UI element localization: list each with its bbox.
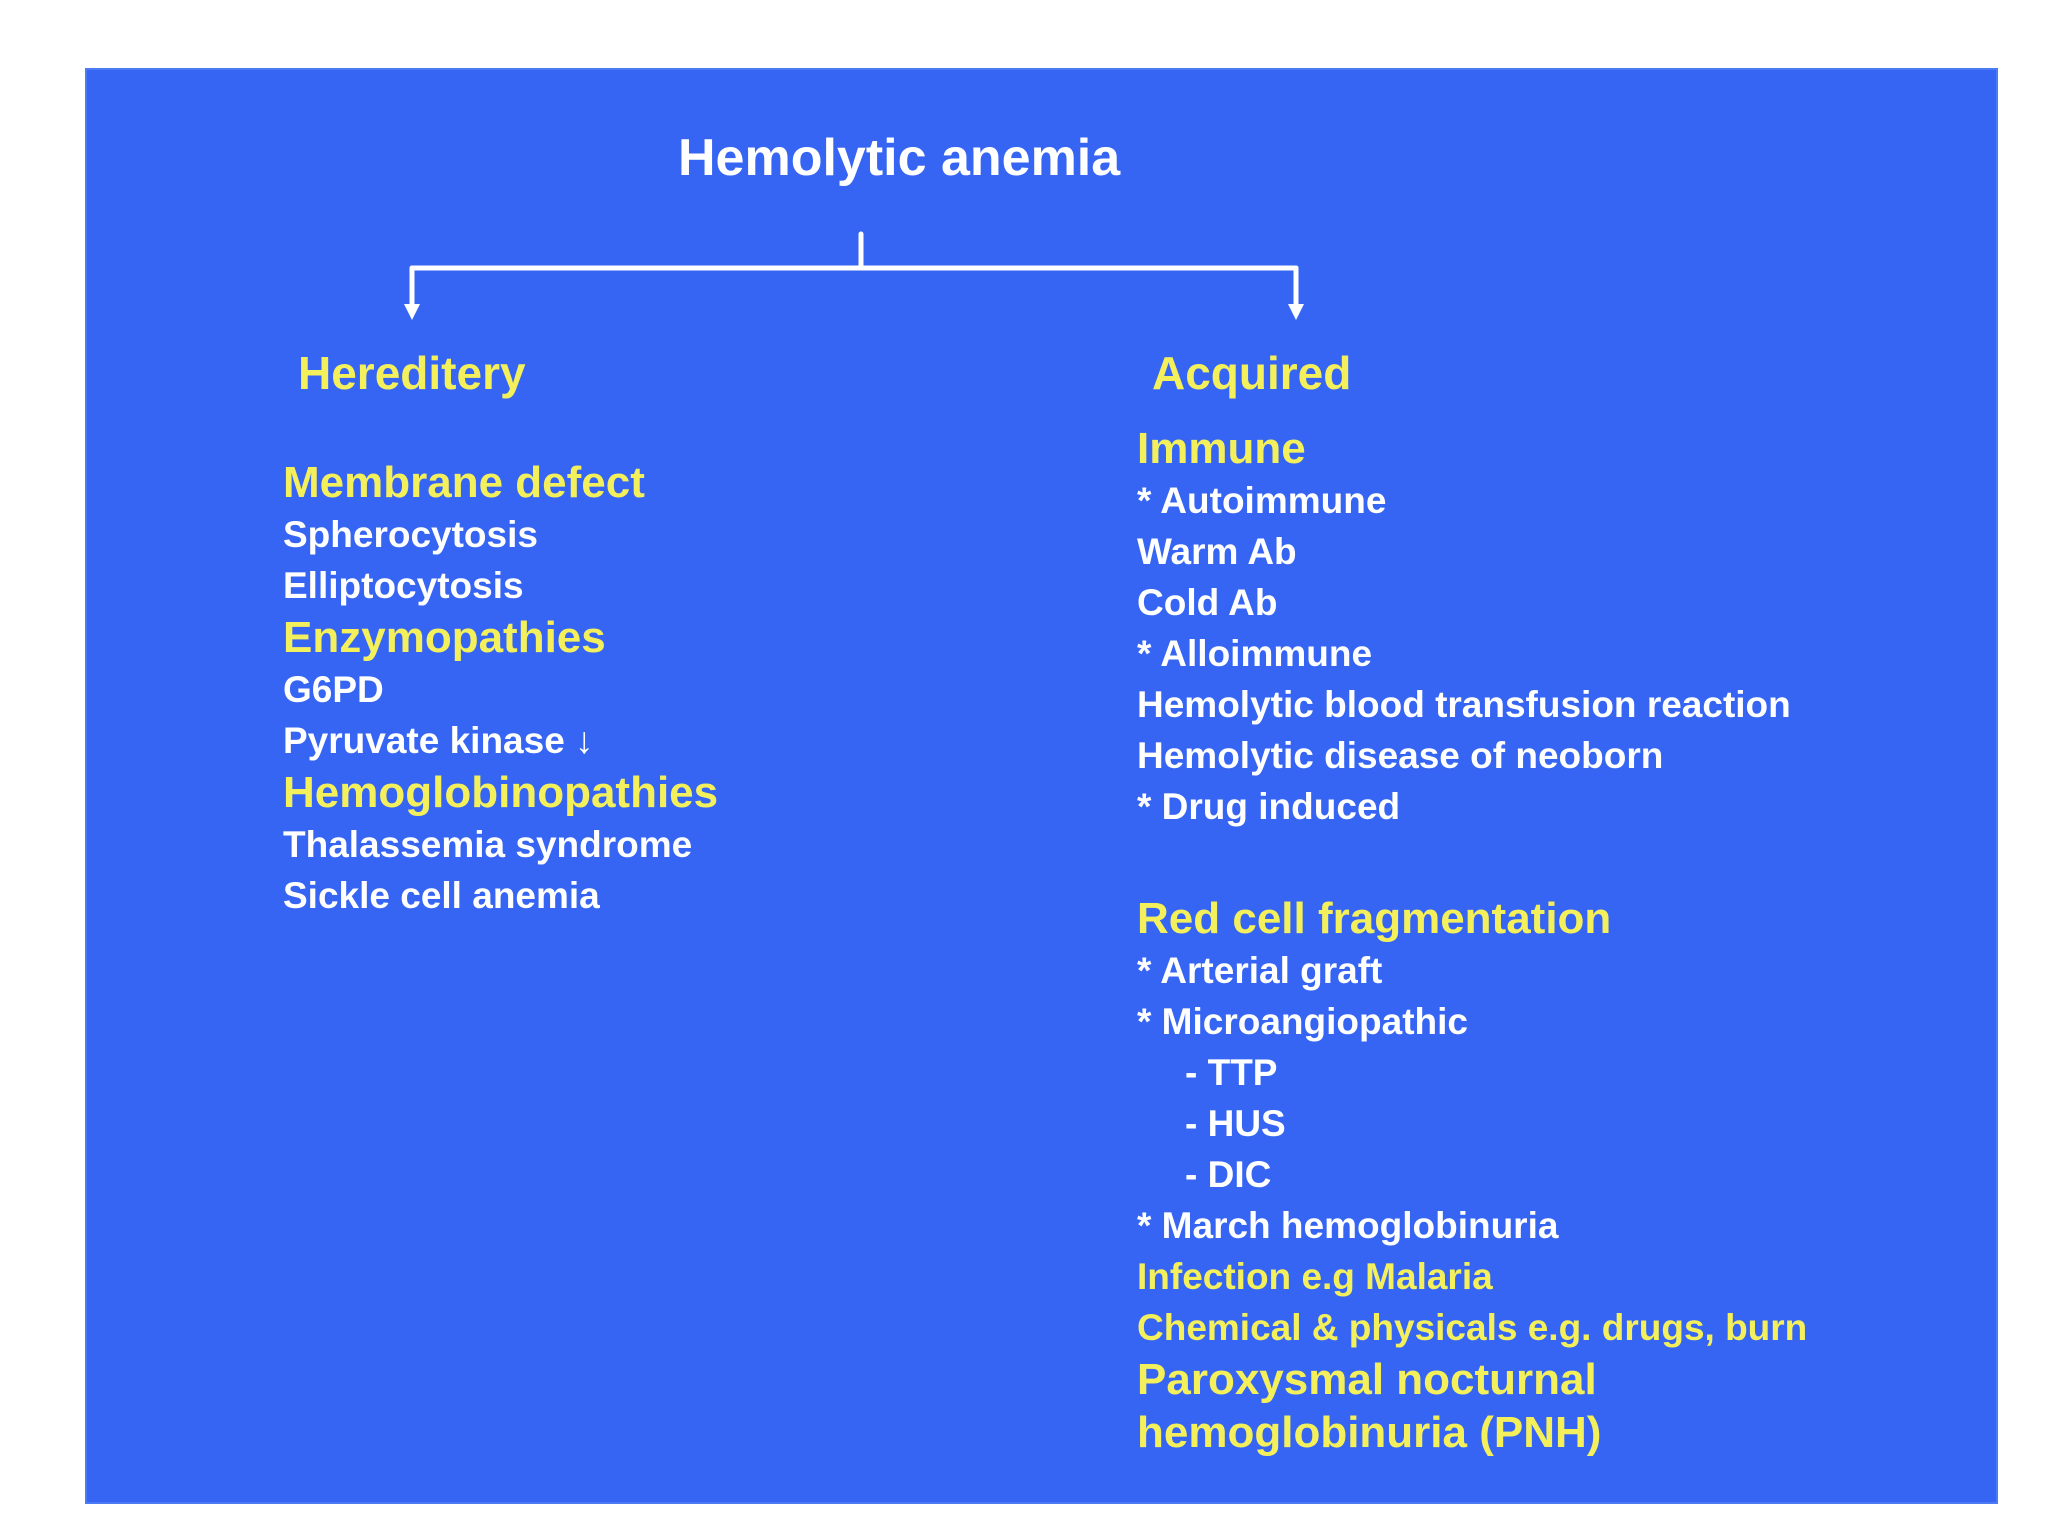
list-item: - HUS [1185, 1103, 1286, 1144]
list-item: Warm Ab [1137, 531, 1297, 572]
slide-background [85, 68, 1998, 1504]
category-label: Hemoglobinopathies [283, 768, 719, 817]
category-label: Enzymopathies [283, 613, 606, 662]
list-item: G6PD [283, 669, 384, 710]
list-item: Elliptocytosis [283, 565, 524, 606]
acquired-heading: Acquired [1152, 347, 1352, 399]
list-item: Cold Ab [1137, 582, 1278, 623]
category-label: Immune [1137, 424, 1306, 473]
list-item: Infection e.g Malaria [1137, 1256, 1493, 1297]
list-item: Sickle cell anemia [283, 875, 600, 916]
list-item: * Alloimmune [1137, 633, 1373, 674]
list-item: * Drug induced [1137, 786, 1401, 827]
list-item: Chemical & physicals e.g. drugs, burn [1137, 1307, 1808, 1348]
list-item: Hemolytic blood transfusion reaction [1137, 684, 1791, 725]
list-item: - TTP [1185, 1052, 1278, 1093]
list-item: * March hemoglobinuria [1137, 1205, 1559, 1246]
spacer [1137, 832, 1807, 892]
list-item: * Autoimmune [1137, 480, 1387, 521]
list-item: - DIC [1185, 1154, 1272, 1195]
list-item: * Arterial graft [1137, 950, 1383, 991]
category-label: Paroxysmal nocturnal [1137, 1355, 1597, 1404]
hereditary-heading: Hereditery [298, 347, 526, 399]
diagram-title: Hemolytic anemia [678, 129, 1121, 187]
category-label: hemoglobinuria (PNH) [1137, 1408, 1602, 1457]
list-item: Thalassemia syndrome [283, 824, 693, 865]
category-label: Membrane defect [283, 458, 645, 507]
list-item: Spherocytosis [283, 514, 538, 555]
category-label: Red cell fragmentation [1137, 894, 1612, 943]
list-item: * Microangiopathic [1137, 1001, 1468, 1042]
list-item: Pyruvate kinase ↓ [283, 720, 594, 761]
list-item: Hemolytic disease of neoborn [1137, 735, 1664, 776]
